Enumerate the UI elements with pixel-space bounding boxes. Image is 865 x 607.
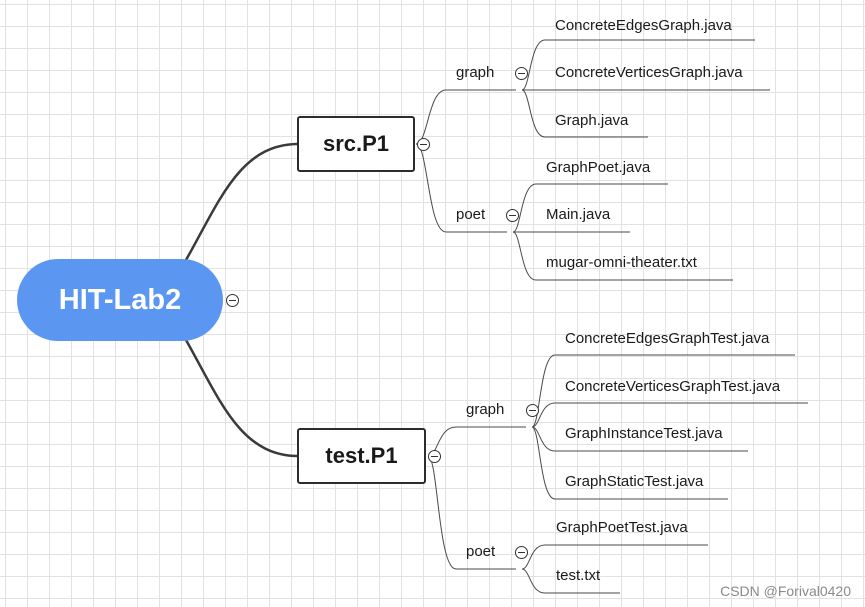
test-collapse-icon[interactable] <box>428 450 441 463</box>
connector-src-graph <box>415 89 516 145</box>
src-poet-collapse-icon[interactable] <box>506 209 519 222</box>
connector-root-src <box>184 142 299 262</box>
src-graph-file[interactable]: ConcreteEdgesGraph.java <box>555 17 732 34</box>
test-graph-branch-label[interactable]: graph <box>466 401 505 418</box>
test-poet-collapse-icon[interactable] <box>515 546 528 559</box>
src-graph-collapse-icon[interactable] <box>515 67 528 80</box>
test-graph-file[interactable]: ConcreteVerticesGraphTest.java <box>565 378 781 395</box>
test-graph-collapse-icon[interactable] <box>526 404 539 417</box>
test-poet-file[interactable]: GraphPoetTest.java <box>556 519 688 536</box>
test-poet-file[interactable]: test.txt <box>556 567 601 584</box>
test-node[interactable]: test.P1 <box>297 428 426 484</box>
src-graph-file[interactable]: ConcreteVerticesGraph.java <box>555 64 743 81</box>
src-poet-file[interactable]: GraphPoet.java <box>546 159 651 176</box>
test-graph-file[interactable]: GraphStaticTest.java <box>565 473 704 490</box>
src-graph-branch-label[interactable]: graph <box>456 64 495 81</box>
test-poet-branch-label[interactable]: poet <box>466 543 496 560</box>
root-node[interactable]: HIT-Lab2 <box>17 259 223 341</box>
src-graph-file[interactable]: Graph.java <box>555 112 629 129</box>
root-collapse-icon[interactable] <box>226 294 239 307</box>
connector-root-test <box>184 338 299 458</box>
test-graph-file[interactable]: GraphInstanceTest.java <box>565 425 723 442</box>
src-poet-branch-label[interactable]: poet <box>456 206 486 223</box>
src-poet-file[interactable]: Main.java <box>546 206 611 223</box>
src-poet-file[interactable]: mugar-omni-theater.txt <box>546 254 697 271</box>
watermark: CSDN @Forival0420 <box>720 583 851 599</box>
src-collapse-icon[interactable] <box>417 138 430 151</box>
src-node[interactable]: src.P1 <box>297 116 415 172</box>
connector-test-graph <box>427 426 526 457</box>
test-graph-file[interactable]: ConcreteEdgesGraphTest.java <box>565 330 770 347</box>
